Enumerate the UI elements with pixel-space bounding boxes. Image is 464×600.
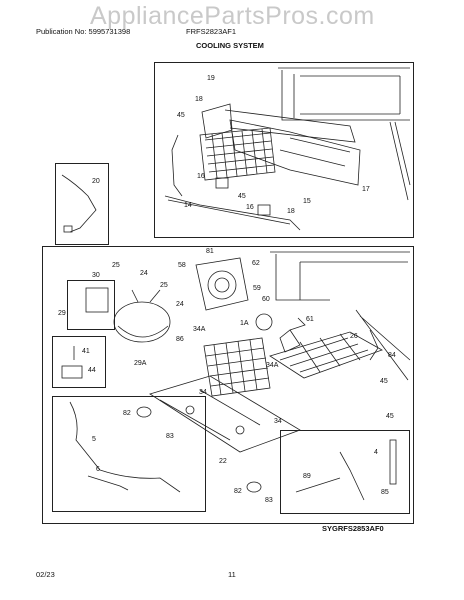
callout: 45 bbox=[386, 413, 394, 420]
callout: 34 bbox=[274, 418, 282, 425]
callout: 15 bbox=[303, 198, 311, 205]
page-number: 11 bbox=[228, 570, 236, 579]
callout: 41 bbox=[82, 348, 90, 355]
callout: 25 bbox=[112, 262, 120, 269]
defrost-heater bbox=[171, 134, 183, 197]
fan-shroud bbox=[195, 257, 249, 311]
evaporator-panel bbox=[154, 62, 414, 238]
grommet-82-a bbox=[136, 406, 152, 418]
callout: 45 bbox=[238, 193, 246, 200]
clip-16-b bbox=[257, 204, 271, 216]
grommet-82-b bbox=[246, 481, 262, 493]
callout: 44 bbox=[88, 367, 96, 374]
wire-harness-20 bbox=[61, 174, 97, 233]
callout: 34A bbox=[193, 326, 206, 333]
drain-pan bbox=[269, 329, 383, 379]
evaporator-coil bbox=[199, 127, 276, 181]
callout: 83 bbox=[166, 433, 174, 440]
callout: 59 bbox=[253, 285, 261, 292]
tube-89 bbox=[295, 477, 341, 493]
callout: 1A bbox=[240, 320, 249, 327]
evaporator-bracket bbox=[201, 103, 356, 143]
callout: 29 bbox=[58, 310, 66, 317]
footer-date: 02/23 bbox=[36, 570, 55, 579]
callout: 25 bbox=[160, 282, 168, 289]
section-title: COOLING SYSTEM bbox=[196, 41, 264, 50]
callout: 89 bbox=[303, 473, 311, 480]
callout: 19 bbox=[207, 75, 215, 82]
callout: 6 bbox=[96, 466, 100, 473]
condenser-coil bbox=[203, 337, 271, 397]
fan-motor bbox=[255, 313, 273, 331]
callout: 45 bbox=[177, 112, 185, 119]
callout: 20 bbox=[92, 178, 100, 185]
callout: 16 bbox=[197, 173, 205, 180]
callout: 58 bbox=[178, 262, 186, 269]
dryer-4 bbox=[389, 439, 397, 485]
publication-number: Publication No: 5995731398 bbox=[36, 27, 131, 36]
clip-16-a bbox=[215, 177, 229, 189]
callout: 29A bbox=[134, 360, 147, 367]
inset-box-89 bbox=[280, 430, 410, 514]
callout: 86 bbox=[176, 336, 184, 343]
callout: 5 bbox=[92, 436, 96, 443]
callout: 84 bbox=[388, 352, 396, 359]
callout: 16 bbox=[246, 204, 254, 211]
bracket-44 bbox=[61, 365, 83, 379]
model-number: FRFS2823AF1 bbox=[186, 27, 237, 36]
callout: 26 bbox=[350, 333, 358, 340]
callout: 82 bbox=[123, 410, 131, 417]
compressor bbox=[113, 289, 171, 343]
tube-85 bbox=[339, 451, 365, 501]
wire-harness-6 bbox=[87, 475, 129, 491]
diagram-code: SYGRFS2853AF0 bbox=[322, 524, 384, 533]
air-duct bbox=[229, 119, 361, 186]
callout: 24 bbox=[140, 270, 148, 277]
callout: 34A bbox=[266, 362, 279, 369]
fan-blade bbox=[279, 317, 306, 353]
callout: 81 bbox=[206, 248, 214, 255]
callout: 45 bbox=[380, 378, 388, 385]
callout: 18 bbox=[287, 208, 295, 215]
callout: 18 bbox=[195, 96, 203, 103]
drain-tube bbox=[164, 195, 301, 231]
callout: 83 bbox=[265, 497, 273, 504]
relay bbox=[85, 287, 109, 313]
base-plate bbox=[149, 375, 301, 453]
callout: 4 bbox=[374, 449, 378, 456]
inset-box-5 bbox=[52, 396, 206, 512]
callout: 82 bbox=[234, 488, 242, 495]
cabinet-outline-top bbox=[278, 67, 411, 201]
callout: 61 bbox=[306, 316, 314, 323]
wire-harness-5 bbox=[69, 401, 181, 493]
callout: 24 bbox=[176, 301, 184, 308]
callout: 22 bbox=[219, 458, 227, 465]
callout: 30 bbox=[92, 272, 100, 279]
callout: 14 bbox=[184, 202, 192, 209]
callout: 60 bbox=[262, 296, 270, 303]
watermark-text: AppliancePartsPros.com bbox=[90, 2, 375, 30]
callout: 17 bbox=[362, 186, 370, 193]
cabinet-outline-bottom bbox=[270, 251, 411, 381]
callout: 34 bbox=[199, 389, 207, 396]
inset-box-41 bbox=[52, 336, 106, 388]
callout: 62 bbox=[252, 260, 260, 267]
callout: 85 bbox=[381, 489, 389, 496]
